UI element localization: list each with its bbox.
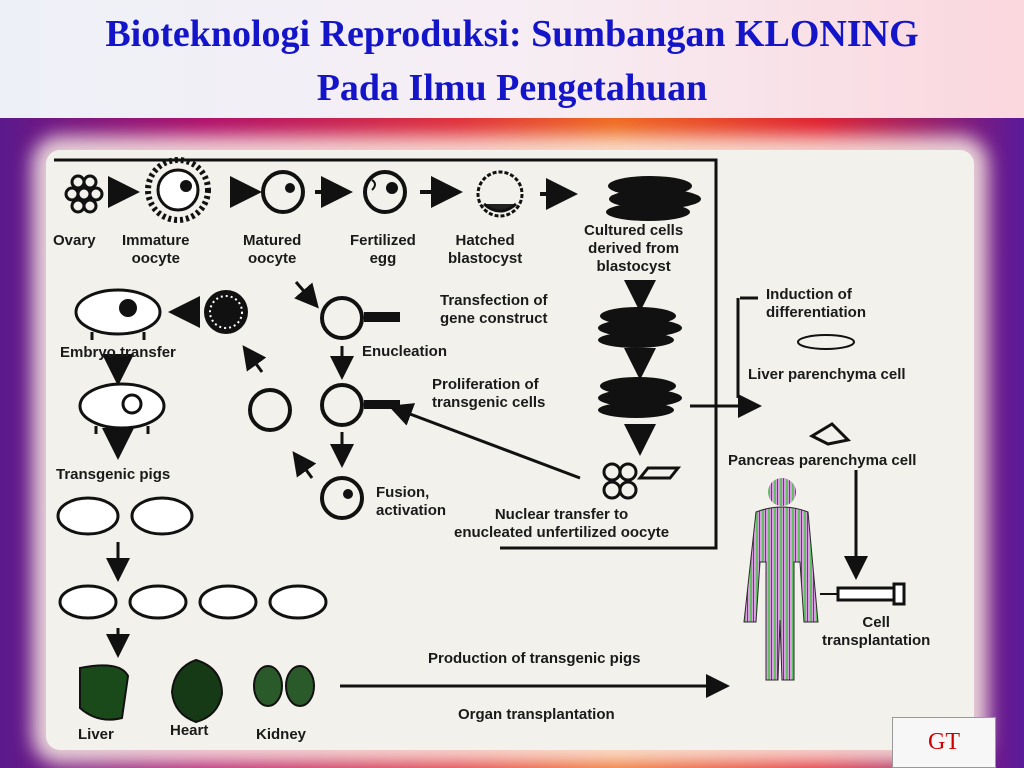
label-transgenic-pigs: Transgenic pigs: [56, 466, 170, 484]
human-figure-icon: [744, 478, 818, 680]
label-cultured-cells: Cultured cells derived from blastocyst: [584, 222, 683, 276]
ovary-icon: [66, 176, 102, 212]
label-cell-transplantation: Cell transplantation: [822, 614, 930, 650]
liver-icon: [80, 665, 128, 719]
pancreas-cell-icon: [812, 424, 848, 444]
label-hatched-blastocyst: Hatched blastocyst: [448, 232, 522, 268]
surrogate-pig-icon: [76, 290, 160, 340]
cultured-cells-3-icon: [598, 377, 682, 418]
label-fertilized-egg: Fertilized egg: [350, 232, 416, 268]
label-organ-transplantation: Organ transplantation: [458, 706, 615, 724]
syringe-icon: [820, 584, 904, 604]
label-transfection: Transfection of gene construct: [440, 292, 548, 328]
label-liver-cell: Liver parenchyma cell: [748, 366, 906, 384]
label-pancreas-cell: Pancreas parenchyma cell: [728, 452, 916, 470]
label-proliferation: Proliferation of transgenic cells: [432, 376, 545, 412]
label-heart: Heart: [170, 722, 208, 740]
fertilized-egg-icon: [365, 172, 405, 212]
enucleated-oocyte-icon: [322, 385, 400, 425]
label-liver: Liver: [78, 726, 114, 744]
donor-cells-icon: [604, 464, 678, 498]
label-production-pigs: Production of transgenic pigs: [428, 650, 641, 668]
transgenic-pig-2-icon: [132, 498, 192, 534]
liver-cell-icon: [798, 335, 854, 349]
label-nuclear-transfer: Nuclear transfer to enucleated unfertili…: [454, 506, 669, 542]
label-immature-oocyte: Immature oocyte: [122, 232, 190, 268]
cultured-cells-2-icon: [598, 307, 682, 348]
enucleation-oocyte-icon: [322, 298, 400, 338]
fused-oocyte-icon: [322, 478, 362, 518]
matured-oocyte-icon: [263, 172, 303, 212]
hatched-blastocyst-icon: [478, 172, 522, 216]
label-ovary: Ovary: [53, 232, 96, 250]
pregnant-pig-icon: [80, 384, 164, 434]
label-enucleation: Enucleation: [362, 343, 447, 361]
cloned-embryo-icon: [204, 290, 248, 334]
pig-herd-icon: [60, 586, 326, 618]
label-fusion: Fusion, activation: [376, 484, 446, 520]
label-embryo-transfer: Embryo transfer: [60, 344, 176, 362]
kidney-icon: [254, 666, 314, 706]
transgenic-pig-1-icon: [58, 498, 118, 534]
label-induction: Induction of differentiation: [766, 286, 866, 322]
label-matured-oocyte: Matured oocyte: [243, 232, 301, 268]
heart-icon: [172, 660, 222, 722]
reconstructed-embryo-icon: [250, 390, 290, 430]
footer-tag: GT: [892, 717, 996, 768]
cultured-cells-icon: [606, 176, 701, 221]
label-kidney: Kidney: [256, 726, 306, 744]
immature-oocyte-icon: [148, 160, 208, 220]
